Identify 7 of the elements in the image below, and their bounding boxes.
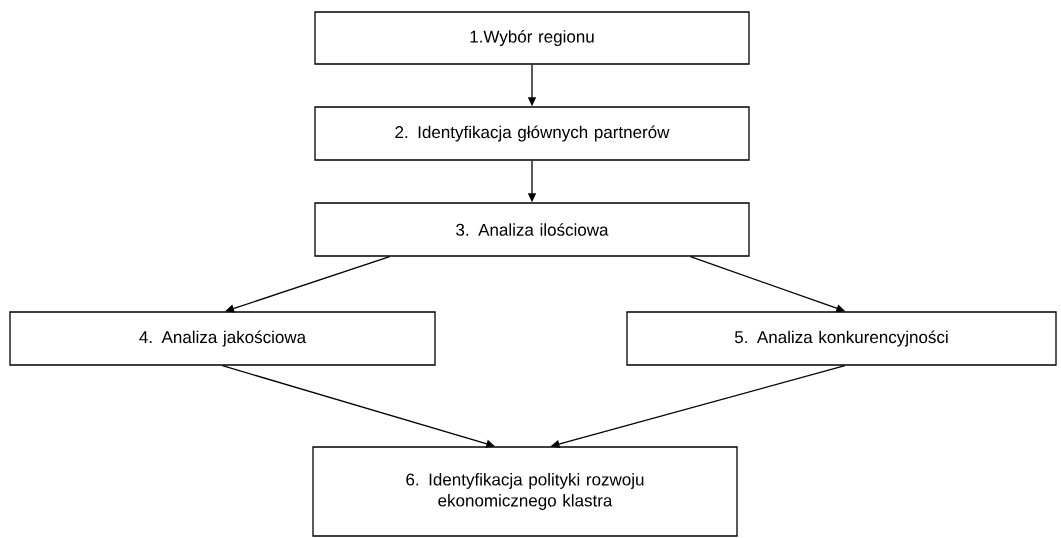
process-box: 6. Identyfikacja polityki rozwoju ekonomicznego klastra [312, 446, 738, 537]
process-box: 4. Analiza jakościowa [9, 311, 436, 366]
process-box: 2. Identyfikacja głównych partnerów [314, 106, 750, 161]
arrow [225, 256, 391, 313]
process-box: 5. Analiza konkurencyjności [626, 311, 1057, 366]
process-box: 3. Analiza ilościowa [314, 202, 750, 257]
process-box: 1.Wybór regionu [314, 11, 750, 65]
